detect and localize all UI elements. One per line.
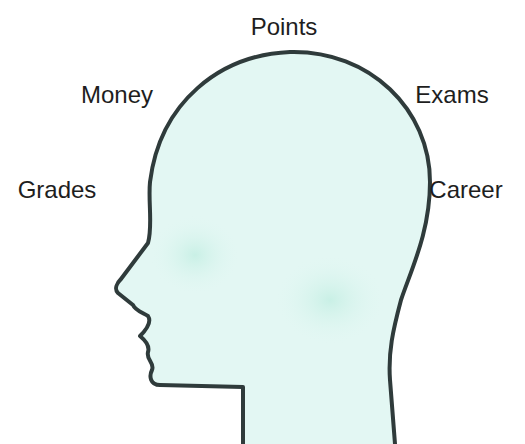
word-label: Points [251,14,318,40]
word-label: Money [81,82,153,108]
word-label: Exams [415,82,488,108]
word-label: Career [429,177,502,203]
cheek-shade [275,255,385,345]
word-label: Grades [18,177,97,203]
cheek-shade [150,215,240,295]
head-outline [116,52,430,444]
head-silhouette [116,52,430,444]
